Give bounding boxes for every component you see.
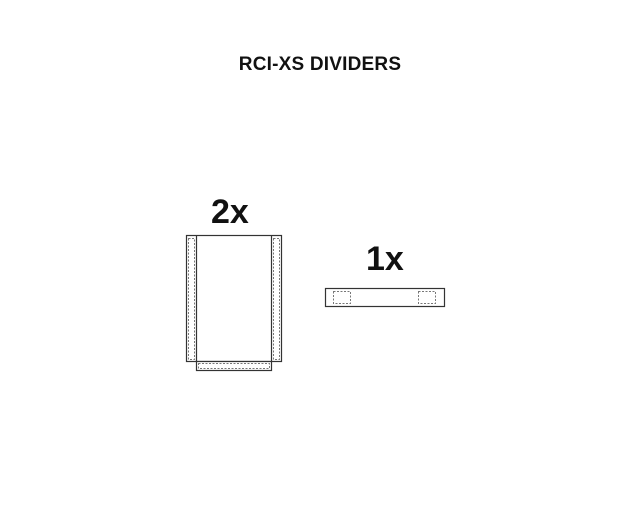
- quantity-label-tall-divider: 2x: [211, 193, 249, 231]
- diagram-title: RCI-XS DIVIDERS: [238, 54, 402, 75]
- short-divider-shape: [324, 287, 446, 308]
- quantity-label-short-divider: 1x: [366, 240, 404, 278]
- tall-divider-shape: [185, 234, 283, 372]
